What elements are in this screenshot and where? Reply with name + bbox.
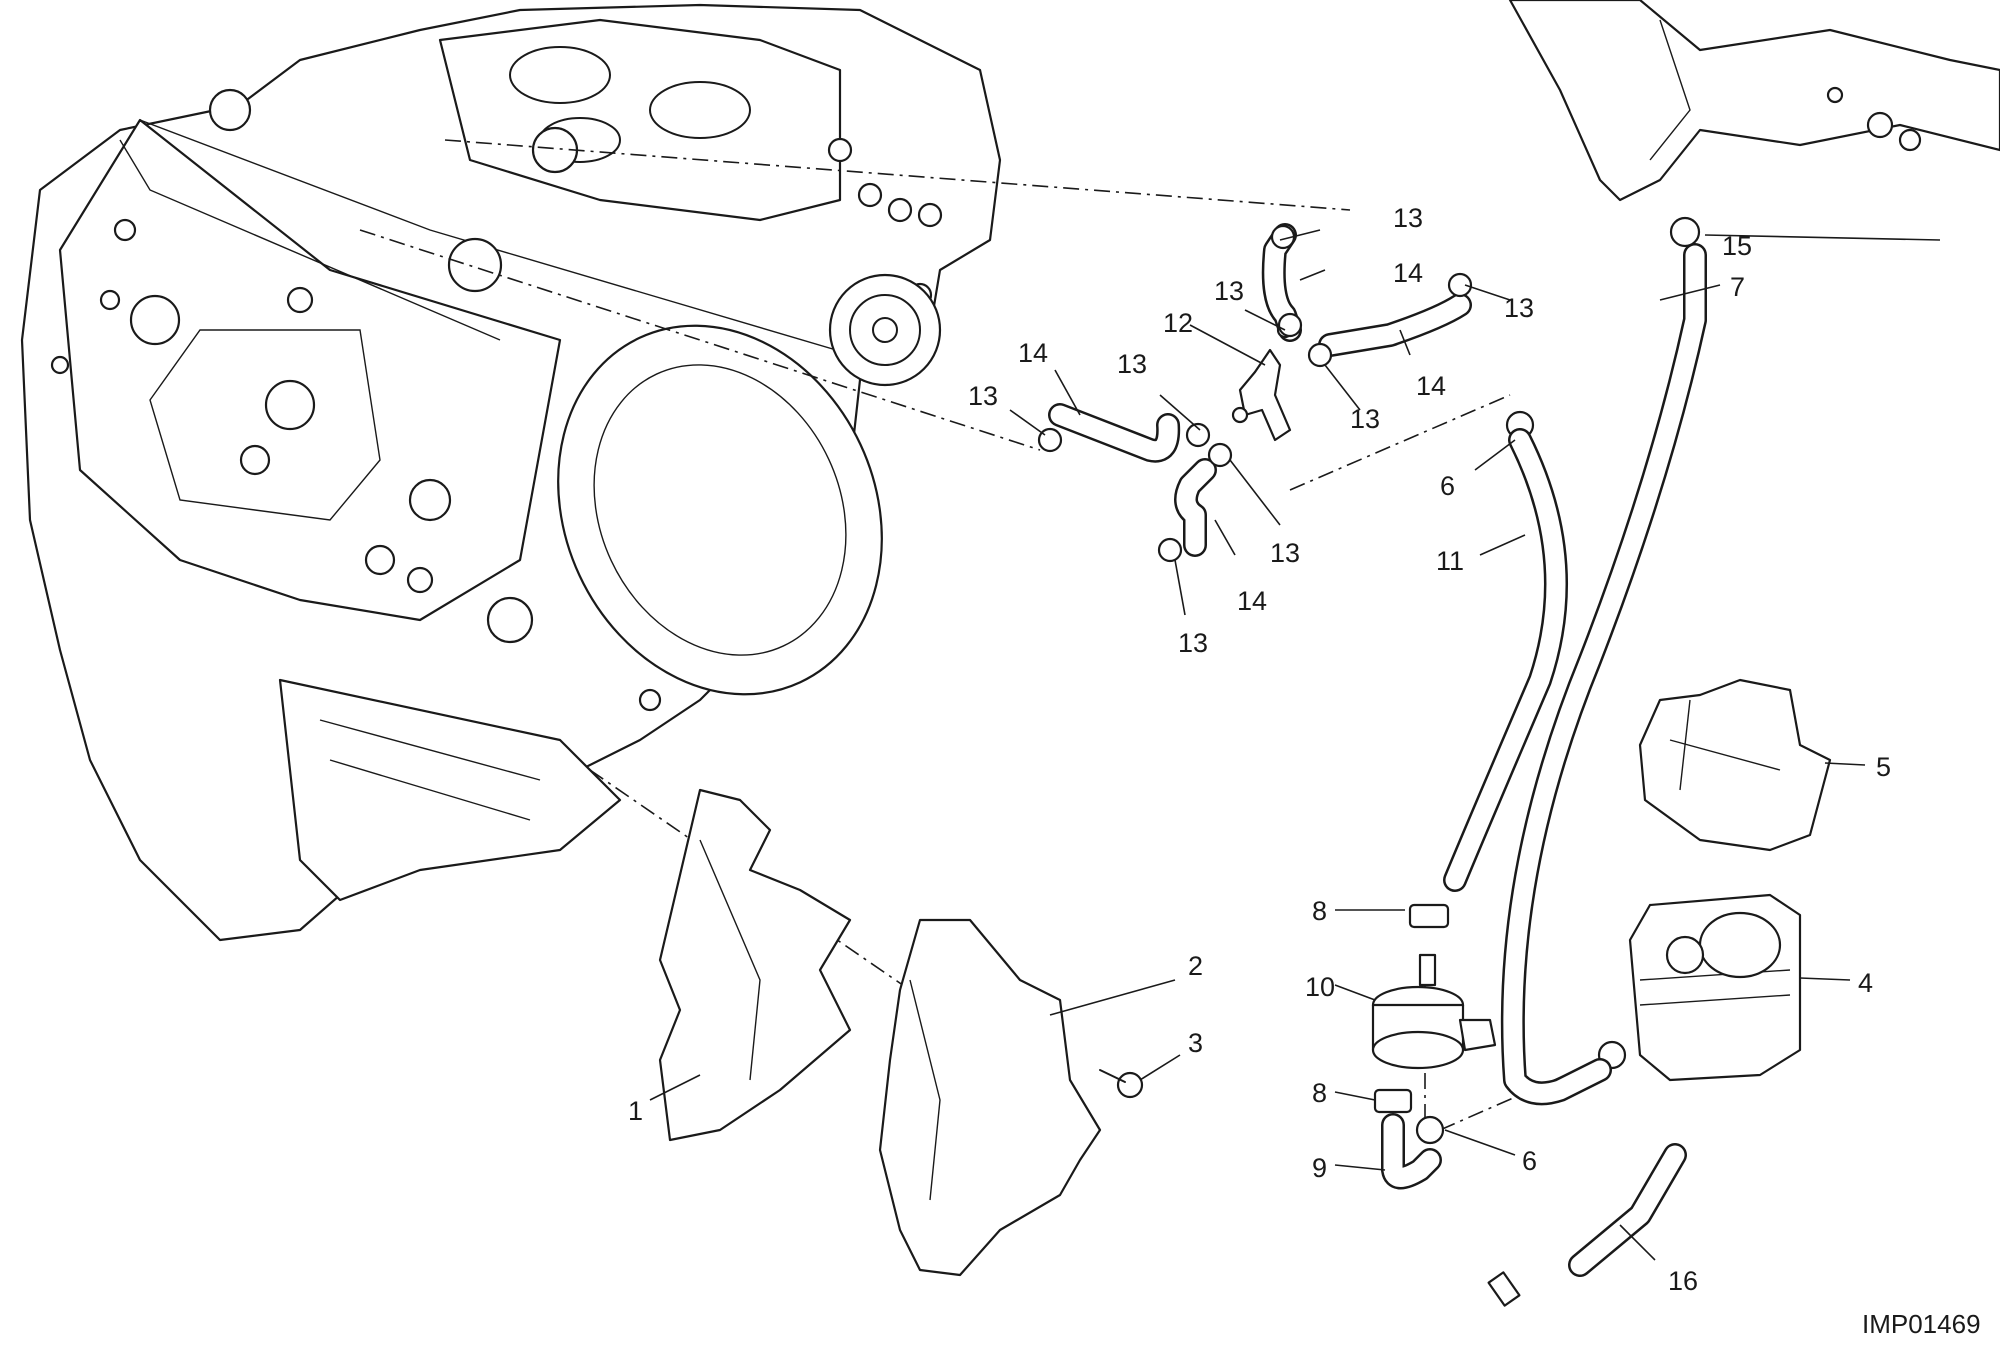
callout-label: 13 [1350,404,1380,434]
callout-label: 1 [628,1096,643,1126]
callout-labels: 1 2 3 4 5 6 6 7 8 8 9 10 11 12 13 13 13 … [628,203,1891,1296]
callout-label: 15 [1722,231,1752,261]
callout-label: 6 [1522,1146,1537,1176]
cover-1 [658,788,852,1142]
callout-label: 12 [1163,308,1193,338]
canister-bracket [1638,678,1832,852]
callout-label: 13 [1270,538,1300,568]
canister [1628,893,1802,1082]
callout-label: 4 [1858,968,1873,998]
callout-label: 13 [1178,628,1208,658]
callout-label: 13 [968,381,998,411]
callout-leaders [649,229,1941,1261]
screw [1099,1069,1144,1099]
engine-block [20,3,1002,942]
callout-label: 13 [1117,349,1147,379]
callout-label: 13 [1393,203,1423,233]
callout-label: 3 [1188,1028,1203,1058]
callout-label: 2 [1188,951,1203,981]
drain-hose [1487,1143,1687,1307]
callout-label: 11 [1436,546,1464,576]
callout-label: 5 [1876,752,1891,782]
filter-assembly [1371,903,1497,1190]
callout-label: 10 [1305,972,1335,1002]
frame-bracket [1508,0,2000,202]
hose-clamps [1037,216,1701,1145]
callout-label: 8 [1312,1078,1327,1108]
callout-label: 16 [1668,1266,1698,1296]
callout-label: 14 [1416,371,1446,401]
callout-label: 13 [1214,276,1244,306]
callout-label: 14 [1237,586,1267,616]
callout-label: 13 [1504,293,1534,323]
t-piece [1231,321,1294,442]
long-hoses [1443,243,1707,1106]
callout-label: 8 [1312,896,1327,926]
callout-label: 7 [1730,272,1745,302]
drawing-code: IMP01469 [1862,1309,1981,1339]
callout-label: 14 [1018,338,1048,368]
callout-label: 9 [1312,1153,1327,1183]
callout-label: 6 [1440,471,1455,501]
callout-label: 14 [1393,258,1423,288]
cover-2 [878,918,1102,1277]
